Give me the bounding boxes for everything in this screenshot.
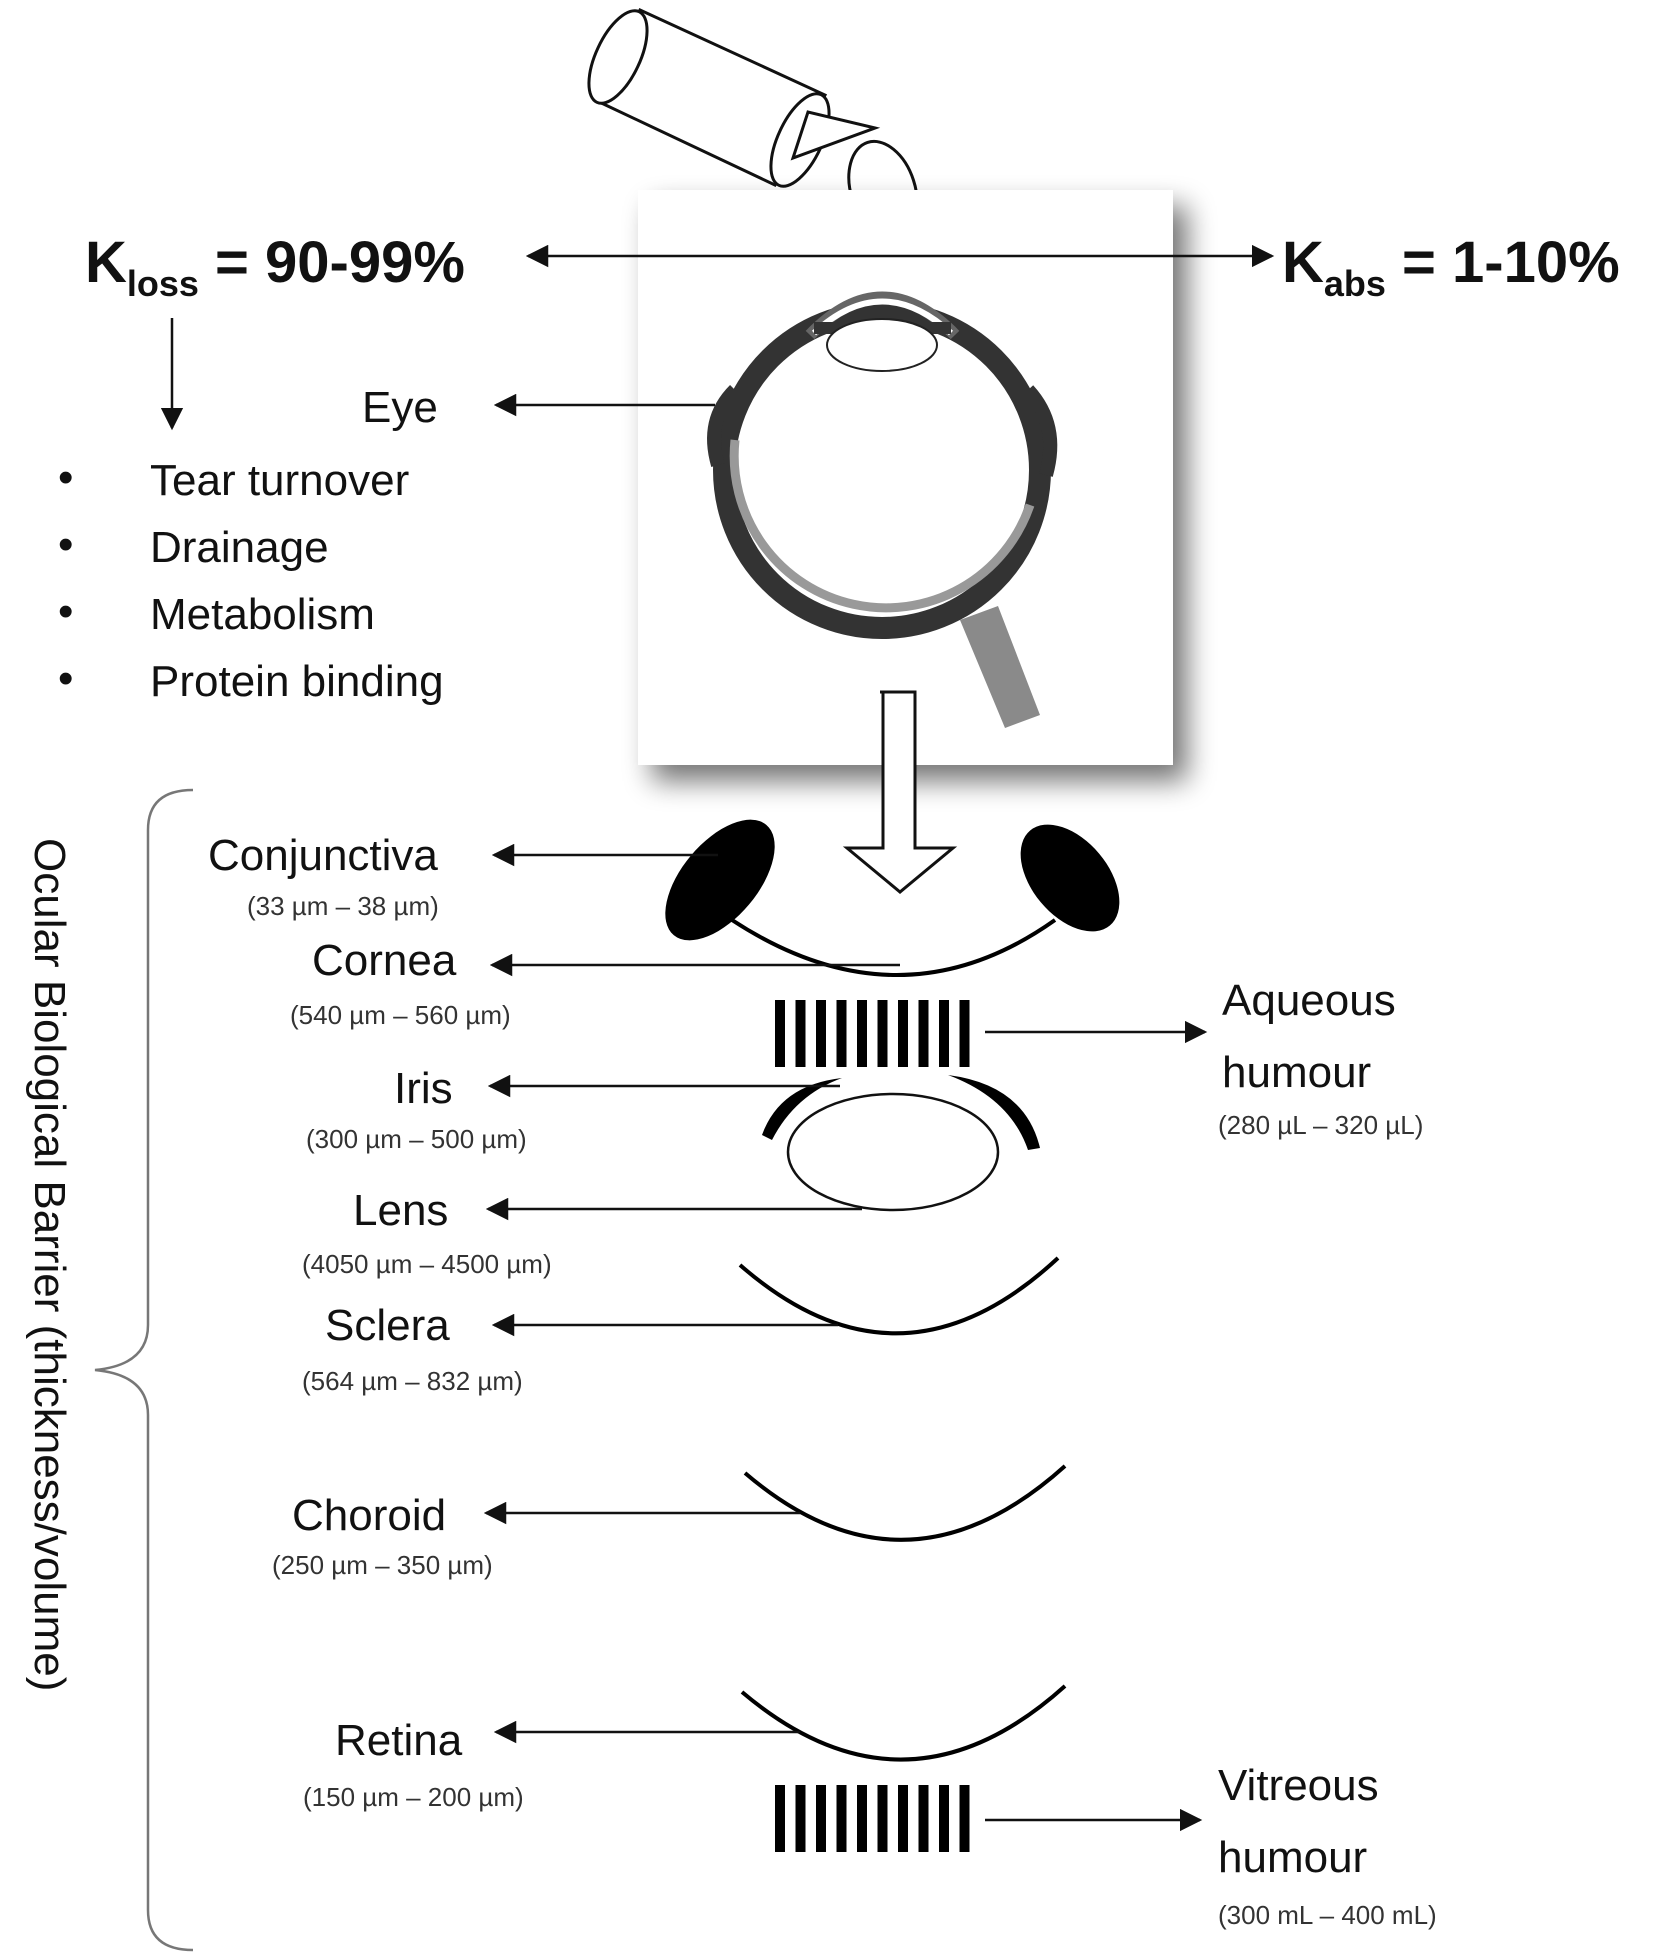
- humour-bar: [857, 1000, 867, 1067]
- humour-bar: [959, 1785, 970, 1852]
- layer-name-cornea: Cornea: [312, 936, 457, 985]
- k-loss-label: Kloss = 90-99%: [85, 230, 465, 304]
- k-abs-label: Kabs = 1-10%: [1282, 230, 1620, 304]
- list-item: Metabolism: [150, 590, 375, 639]
- humour-bar: [918, 1000, 929, 1067]
- humour-bar: [877, 1785, 888, 1852]
- layer-range-sclera: (564 µm – 832 µm): [302, 1366, 523, 1396]
- layer-name-conjunctiva: Conjunctiva: [208, 831, 438, 880]
- fluid-name-vitreous: Vitreous: [1218, 1761, 1379, 1810]
- barrier-title: Ocular Biological Barrier (thickness/vol…: [25, 838, 74, 1691]
- humour-bar: [898, 1785, 908, 1852]
- humour-bar: [775, 1000, 785, 1067]
- aqueous-humour-bars: [775, 1000, 970, 1067]
- layer-range-cornea: (540 µm – 560 µm): [290, 1000, 511, 1030]
- humour-bar: [836, 1000, 847, 1067]
- fluid-name-aqueous-2: humour: [1222, 1048, 1371, 1097]
- humour-bar: [775, 1785, 785, 1852]
- layer-name-sclera: Sclera: [325, 1301, 450, 1350]
- layer-range-retina: (150 µm – 200 µm): [303, 1782, 524, 1812]
- humour-bar: [795, 1000, 806, 1067]
- choroid-arc: [743, 1464, 1067, 1542]
- humour-bar: [939, 1785, 949, 1852]
- eye-label: Eye: [362, 383, 438, 432]
- fluid-range-vitreous: (300 mL – 400 mL): [1218, 1900, 1437, 1930]
- humour-bar: [816, 1785, 826, 1852]
- eye-panel: [638, 190, 1173, 765]
- list-bullet: •: [58, 520, 73, 569]
- eye-globe-icon: [713, 301, 1051, 639]
- vitreous-humour-bars: [775, 1785, 970, 1852]
- humour-bar: [877, 1000, 888, 1067]
- barrier-brace: [94, 788, 194, 1952]
- humour-bar: [795, 1785, 806, 1852]
- sclera-arc: [738, 1256, 1060, 1336]
- fluid-name-vitreous-2: humour: [1218, 1833, 1367, 1882]
- retina-arc: [740, 1684, 1067, 1762]
- lens-shape: [786, 1092, 1000, 1212]
- humour-bar: [939, 1000, 949, 1067]
- list-item: Tear turnover: [150, 456, 409, 505]
- loss-factors-list: • Tear turnover • Drainage • Metabolism …: [58, 453, 444, 706]
- list-bullet: •: [58, 453, 73, 502]
- layer-name-iris: Iris: [394, 1064, 453, 1113]
- list-item: Drainage: [150, 523, 329, 572]
- humour-bar: [857, 1785, 867, 1852]
- optic-nerve-icon: [960, 606, 1040, 728]
- humour-bar: [816, 1000, 826, 1067]
- fluid-range-aqueous: (280 µL – 320 µL): [1218, 1110, 1423, 1140]
- list-bullet: •: [58, 587, 73, 636]
- list-bullet: •: [58, 654, 73, 703]
- humour-bar: [898, 1000, 908, 1067]
- conjunctiva-shape: [665, 819, 1120, 941]
- layer-name-lens: Lens: [353, 1186, 448, 1235]
- humour-bar: [836, 1785, 847, 1852]
- humour-bar: [918, 1785, 929, 1852]
- fluid-name-aqueous: Aqueous: [1222, 976, 1396, 1025]
- layer-name-choroid: Choroid: [292, 1491, 446, 1540]
- humour-bar: [959, 1000, 970, 1067]
- layer-range-iris: (300 µm – 500 µm): [306, 1124, 527, 1154]
- layer-name-retina: Retina: [335, 1716, 463, 1765]
- hollow-down-arrow: [842, 690, 958, 894]
- cornea-arc: [730, 918, 1057, 977]
- iris-shape: [762, 1075, 1040, 1150]
- eye-drop-bottle-icon: [587, 8, 881, 188]
- layer-range-conjunctiva: (33 µm – 38 µm): [247, 891, 439, 921]
- list-item: Protein binding: [150, 657, 444, 706]
- layer-range-lens: (4050 µm – 4500 µm): [302, 1249, 552, 1279]
- layer-range-choroid: (250 µm – 350 µm): [272, 1550, 493, 1580]
